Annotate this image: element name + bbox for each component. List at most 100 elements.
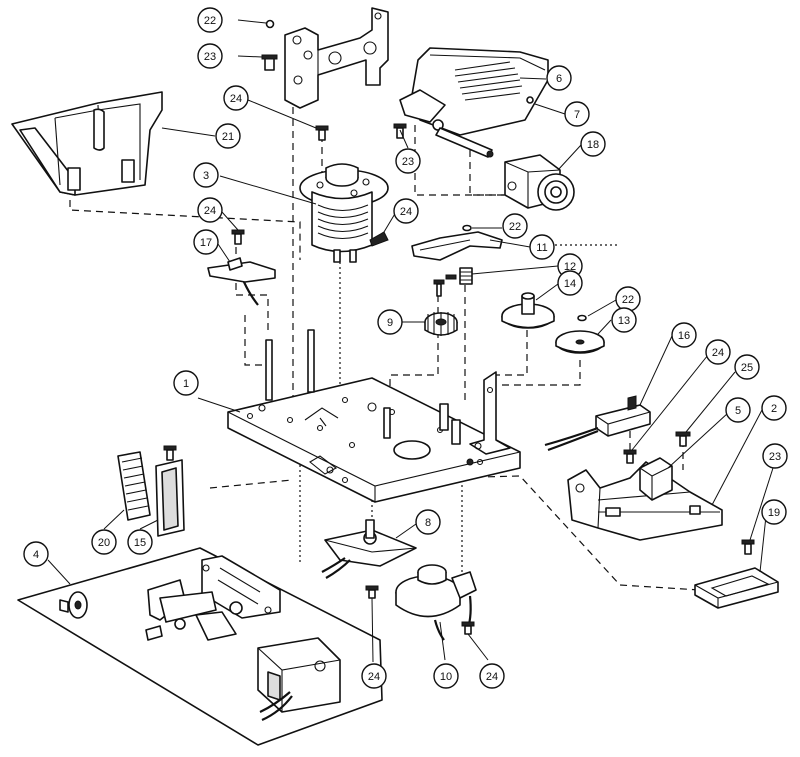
spring-12: [459, 267, 473, 285]
callout-25: 25: [734, 354, 760, 380]
svg-text:23: 23: [204, 51, 216, 63]
gear-14: [501, 292, 555, 329]
housing-cover-6: [399, 47, 549, 158]
callout-17: 17: [193, 229, 219, 255]
callout-10: 10: [433, 663, 459, 689]
callout-5: 5: [725, 397, 751, 423]
gear-9: [424, 274, 458, 336]
solenoid-assembly-4: [17, 547, 383, 746]
svg-text:22: 22: [509, 221, 521, 233]
drum-assembly-3: [299, 163, 389, 263]
svg-text:23: 23: [402, 156, 414, 168]
callout-6: 6: [546, 65, 572, 91]
svg-text:24: 24: [230, 93, 242, 105]
callout-24c: 24: [197, 197, 223, 223]
sensor-block-5: [639, 457, 673, 501]
e-clip-22-mid: [462, 224, 472, 232]
callout-15: 15: [127, 529, 153, 555]
svg-text:15: 15: [134, 537, 146, 549]
callout-9: 9: [377, 309, 403, 335]
svg-text:17: 17: [200, 237, 212, 249]
gear-13: [555, 330, 605, 354]
callout-8: 8: [415, 509, 441, 535]
svg-text:9: 9: [387, 317, 393, 329]
screw-23-mid: [393, 123, 407, 139]
callout-2: 2: [761, 395, 787, 421]
callout-11: 11: [529, 234, 555, 260]
e-clip-22-gear: [577, 314, 587, 322]
svg-text:21: 21: [222, 131, 234, 143]
svg-text:23: 23: [769, 451, 781, 463]
callout-7: 7: [564, 101, 590, 127]
callout-1: 1: [173, 370, 199, 396]
svg-text:4: 4: [33, 549, 39, 561]
motor-plate-8: [321, 519, 417, 579]
svg-text:12: 12: [564, 261, 576, 273]
assembly-guide-lines: [69, 95, 701, 591]
svg-text:3: 3: [203, 170, 209, 182]
e-clip-22-top: [265, 19, 275, 29]
callout-24f: 24: [479, 663, 505, 689]
svg-text:19: 19: [768, 507, 780, 519]
svg-text:2: 2: [771, 403, 777, 415]
screw-23-lower: [741, 539, 755, 555]
callout-24e: 24: [361, 663, 387, 689]
svg-text:24: 24: [712, 347, 724, 359]
callout-24d: 24: [705, 339, 731, 365]
callout-22: 22: [197, 7, 223, 33]
callout-18: 18: [580, 131, 606, 157]
svg-text:7: 7: [574, 109, 580, 121]
screw-24-bottom-right: [461, 621, 475, 635]
screw-24-bottom-left: [365, 585, 379, 599]
svg-text:18: 18: [587, 139, 599, 151]
strip-15: [155, 445, 185, 537]
svg-text:1: 1: [183, 378, 189, 390]
callout-22c: 22: [615, 286, 641, 312]
svg-text:10: 10: [440, 671, 452, 683]
svg-text:24: 24: [204, 205, 216, 217]
svg-text:24: 24: [368, 671, 380, 683]
callout-22b: 22: [502, 213, 528, 239]
callout-21: 21: [215, 123, 241, 149]
callouts: 22 23 24 21 6 7 23 18 3 24 24 17 22 11 1…: [23, 7, 788, 689]
callout-20: 20: [91, 529, 117, 555]
svg-text:11: 11: [536, 242, 547, 254]
callout-13: 13: [611, 307, 637, 333]
callout-23: 23: [197, 43, 223, 69]
svg-text:25: 25: [741, 362, 753, 374]
callout-14: 14: [557, 270, 583, 296]
svg-text:20: 20: [98, 537, 110, 549]
svg-text:16: 16: [678, 330, 690, 342]
callout-4: 4: [23, 541, 49, 567]
callout-23c: 23: [762, 443, 788, 469]
switch-bracket-17: [207, 229, 276, 306]
svg-text:24: 24: [400, 206, 412, 218]
svg-text:6: 6: [556, 73, 562, 85]
callout-3: 3: [193, 162, 219, 188]
lever-11: [411, 231, 503, 261]
motor-18: [504, 154, 575, 211]
hopper-tray-21: [11, 91, 163, 196]
screw-25: [675, 431, 691, 447]
svg-text:14: 14: [564, 278, 576, 290]
bracket-plate-19: [694, 567, 779, 609]
callout-19: 19: [761, 499, 787, 525]
svg-text:8: 8: [425, 517, 431, 529]
brush-20: [117, 451, 151, 521]
svg-text:22: 22: [204, 15, 216, 27]
switch-16: [544, 395, 651, 452]
top-mounting-bracket: [261, 7, 389, 109]
chassis-tray-2: [567, 461, 723, 541]
base-plate-1: [227, 329, 521, 503]
callout-16: 16: [671, 322, 697, 348]
svg-text:13: 13: [618, 315, 630, 327]
callout-24: 24: [223, 85, 249, 111]
callout-23b: 23: [395, 148, 421, 174]
callout-leaders: [47, 19, 774, 663]
screw-24-chassis: [623, 449, 637, 464]
svg-text:22: 22: [622, 294, 634, 306]
svg-text:24: 24: [486, 671, 498, 683]
screw-24-upper: [315, 125, 329, 141]
callout-24b: 24: [393, 198, 419, 224]
